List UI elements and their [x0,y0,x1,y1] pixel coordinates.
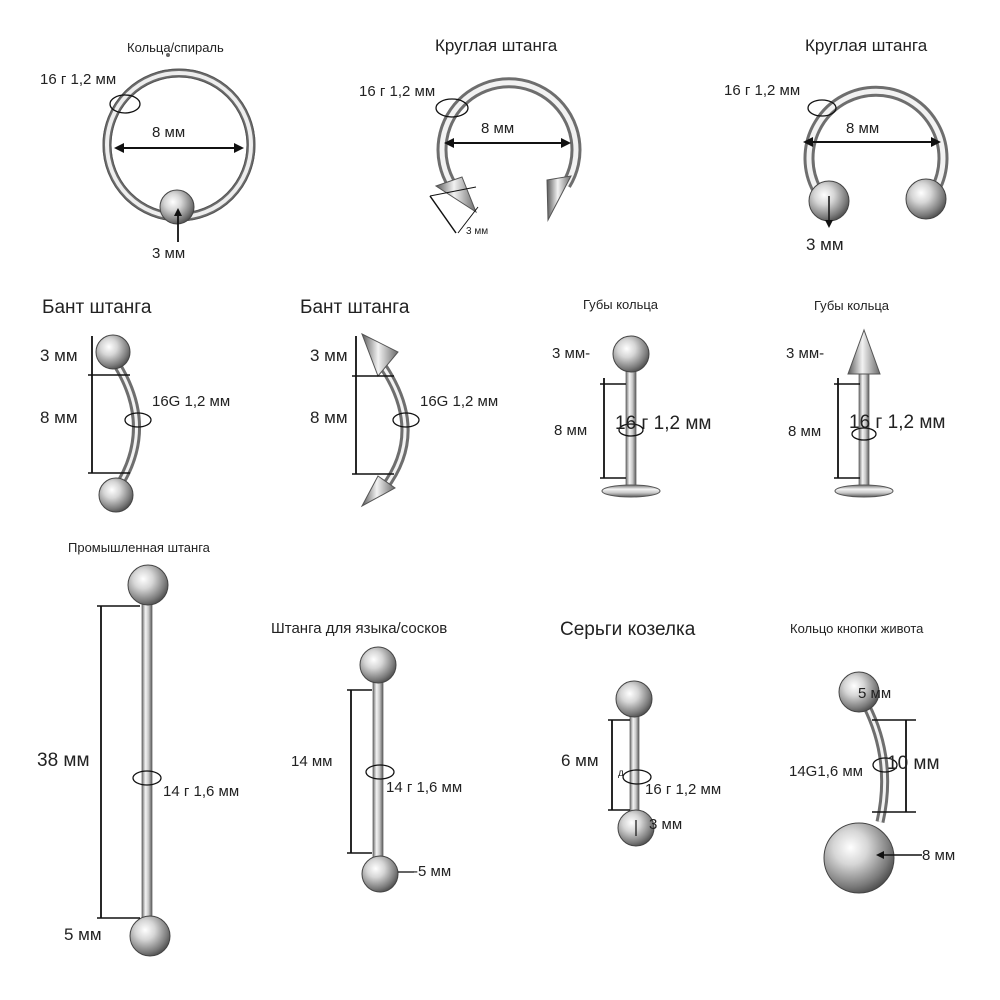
diameter-label: 8 мм [152,124,186,141]
ball-size-label: 3 мм- [786,345,825,362]
diameter-label: 8 мм [481,120,515,137]
belly-ring-illustration [823,671,922,894]
length-label: 8 мм [554,422,588,439]
gauge-label: 14 г 1,6 мм [163,783,240,800]
ball-size-label: 5 мм [64,925,102,944]
big-ball-label: 8 мм [922,847,956,864]
ball-size-label: -5 мм [413,863,452,880]
gauge-label: 14G1,6 мм [789,763,863,780]
tongue-barbell-illustration [347,646,414,893]
curved-barbell-spikes-illustration [352,332,420,508]
gauge-label: 16 г 1,2 мм [615,413,712,434]
length-label: 8 мм [40,408,78,427]
item-title: Губы кольца [814,298,890,313]
industrial-barbell-illustration [97,564,171,957]
ball-size-label: 3 мм [310,346,348,365]
gauge-label: 16 г 1,2 мм [849,412,946,433]
gauge-label: 16 г 1,2 мм [645,781,722,798]
ball-size-label: 3 мм [806,235,844,254]
circular-barbell-spikes-illustration [429,77,582,234]
labret-ball-illustration [600,335,661,498]
length-label: 8 мм [310,408,348,427]
length-label: 38 мм [37,750,90,771]
item-title: Промышленная штанга [68,540,210,555]
item-title: Кольцо кнопки живота [790,621,924,636]
gauge-label: 14 г 1,6 мм [386,779,463,796]
gauge-label: 16G 1,2 мм [420,393,499,410]
ring-spiral-illustration [102,53,256,242]
length-label: 8 мм [788,423,822,440]
diameter-label: 8 мм [846,120,880,137]
circular-barbell-balls-illustration [803,85,949,228]
spike-size-label: 3 мм [466,226,489,237]
item-title: Серьги козелка [560,619,696,640]
mark-label: д [618,768,624,779]
item-title: Губы кольца [583,297,659,312]
labret-spike-illustration [834,328,894,498]
gauge-label: 16 г 1,2 мм [359,83,436,100]
ball-size-label: 3 мм [152,245,186,262]
gauge-label: 16 г 1,2 мм [40,71,117,88]
item-title: Кольца/спираль [127,40,224,55]
small-ball-label: 5 мм [858,685,892,702]
gauge-label: 16 г 1,2 мм [724,82,801,99]
gauge-label: 16G 1,2 мм [152,393,231,410]
item-title: Круглая штанга [805,36,928,55]
ball-size-label: 3 мм [649,816,683,833]
length-label: 10 мм [887,753,940,774]
item-title: Бант штанга [42,297,152,318]
ball-size-label: 3 мм- [552,345,591,362]
item-title: Штанга для языка/сосков [271,620,448,637]
length-label: 6 мм [561,751,599,770]
curved-barbell-balls-illustration [88,334,152,513]
length-label: 14 мм [291,753,333,770]
tragus-barbell-illustration [608,680,655,847]
item-title: Бант штанга [300,297,410,318]
ball-size-label: 3 мм [40,346,78,365]
item-title: Круглая штанга [435,36,558,55]
